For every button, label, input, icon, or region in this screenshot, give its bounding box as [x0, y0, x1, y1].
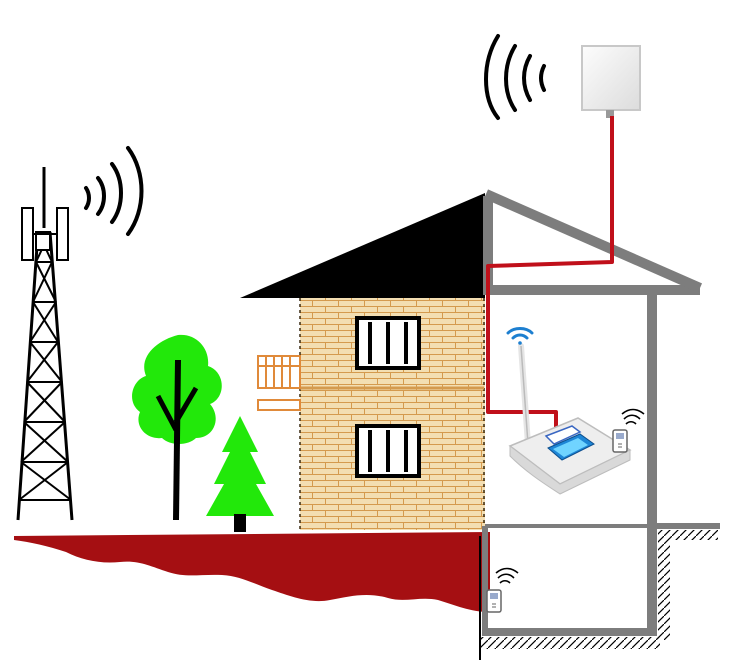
house-icon: [240, 189, 720, 660]
phone-icon: [486, 589, 502, 613]
coaxial-cable: [486, 116, 614, 430]
antenna-signal-icon: [484, 34, 546, 120]
window: [355, 316, 421, 370]
tree-icon: [132, 334, 222, 521]
balcony-railing: [257, 355, 301, 411]
phone-icon: [612, 429, 628, 453]
phone-signal-icon: [495, 567, 519, 584]
basement-ground-hatch: [480, 530, 718, 649]
cell-tower-icon: [16, 167, 74, 521]
repeater-icon: [508, 343, 632, 495]
phone-signal-icon: [621, 408, 645, 425]
tower-signal-icon: [84, 146, 144, 236]
fir-tree-icon: [206, 416, 274, 532]
panel-antenna-icon: [581, 45, 641, 118]
window: [355, 424, 421, 478]
wifi-icon: [506, 327, 534, 345]
ground: [14, 532, 490, 612]
